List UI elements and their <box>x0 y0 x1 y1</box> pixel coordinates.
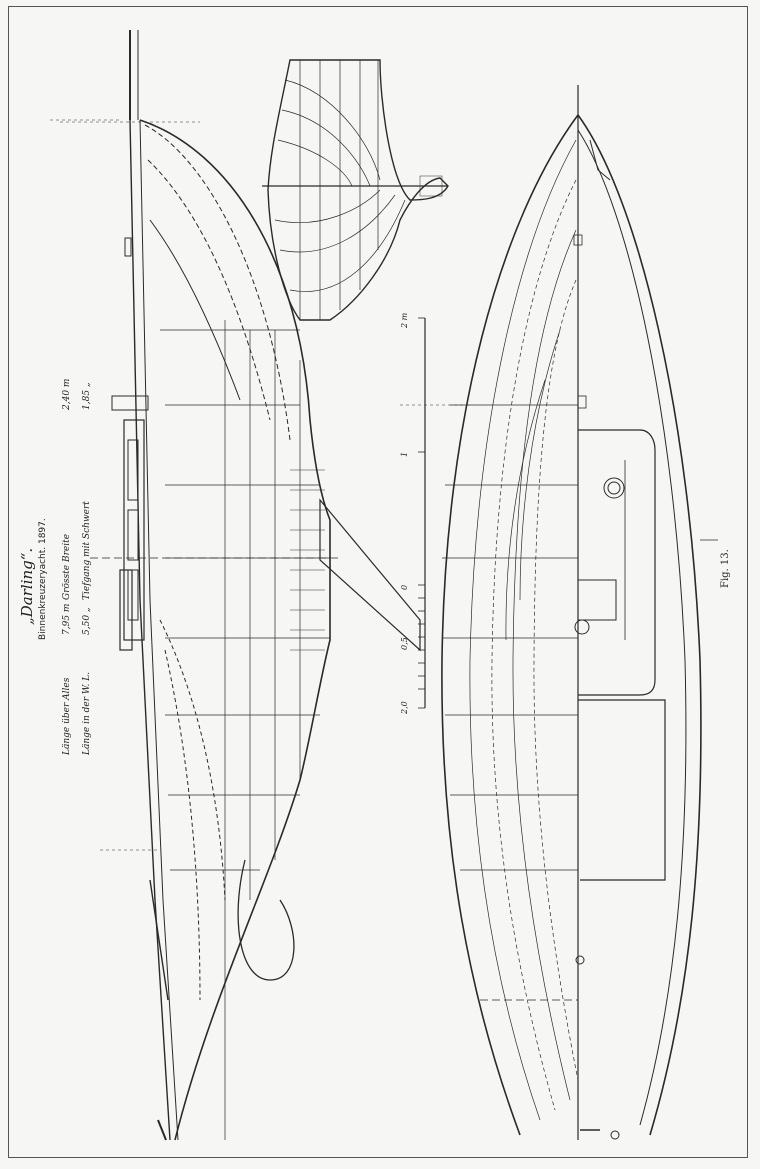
scale-label-zero: 0 <box>400 584 409 590</box>
scale-label-left: 2,0 <box>400 701 409 714</box>
scale-label-two: 2 m <box>400 312 409 328</box>
spec-length-overall-label: Länge über Alles <box>62 677 72 755</box>
yacht-subtitle: Binnenkreuzeryacht. 1897. <box>38 518 48 640</box>
spec-length-overall-value: 7,95 m <box>62 603 72 635</box>
spec-draft-value: 1,85 „ <box>82 382 92 410</box>
scale-label-half: 0,5 <box>400 637 409 650</box>
spec-beam-label: Grösste Breite <box>62 533 72 600</box>
yacht-title: „Darling“. <box>18 547 36 625</box>
spec-length-wl-label: Länge in der W. L. <box>82 671 92 755</box>
plan-view <box>441 85 718 1140</box>
figure-label: Fig. 13. <box>720 549 731 588</box>
spec-length-wl-value: 5,50 „ <box>82 607 92 635</box>
scale-bar <box>418 317 426 709</box>
profile-view <box>90 30 421 1141</box>
body-plan <box>262 59 449 321</box>
drawing-frame <box>8 6 748 1158</box>
spec-beam-value: 2,40 m <box>62 378 72 410</box>
spec-draft-label: Tiefgang mit Schwert <box>82 501 92 600</box>
scale-label-one: 1 <box>400 451 409 457</box>
